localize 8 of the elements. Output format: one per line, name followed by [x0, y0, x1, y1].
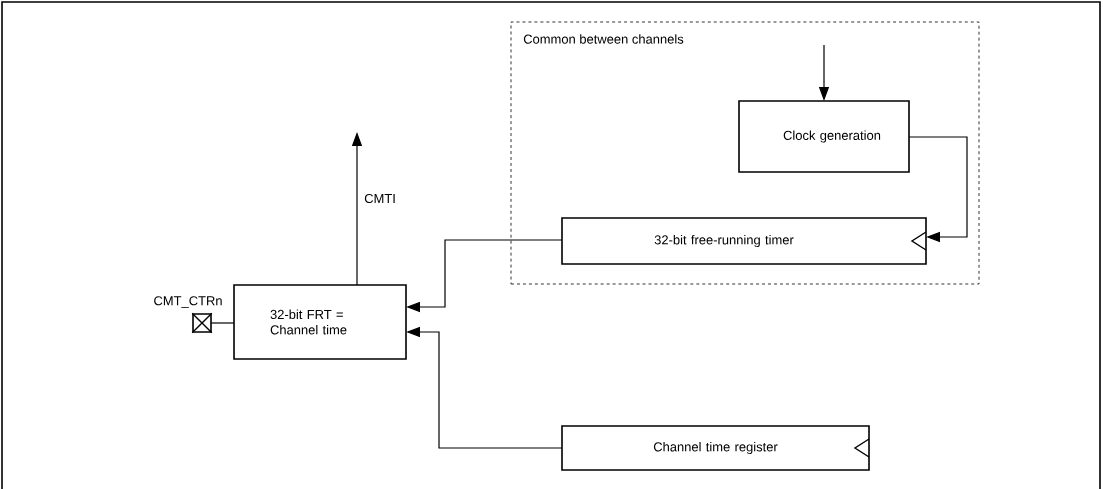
block-box: Channel time register — [561, 425, 870, 471]
arrow — [908, 136, 968, 243]
block-box: Clock generation — [738, 100, 910, 173]
block-box: 32-bit free-running timer — [561, 217, 927, 265]
pin-symbol — [191, 312, 213, 334]
edge-label: CMTI — [363, 192, 397, 205]
pin-label: CMT_CTRn — [154, 296, 222, 308]
block-box: 32-bit FRT = Channel time — [233, 284, 407, 360]
